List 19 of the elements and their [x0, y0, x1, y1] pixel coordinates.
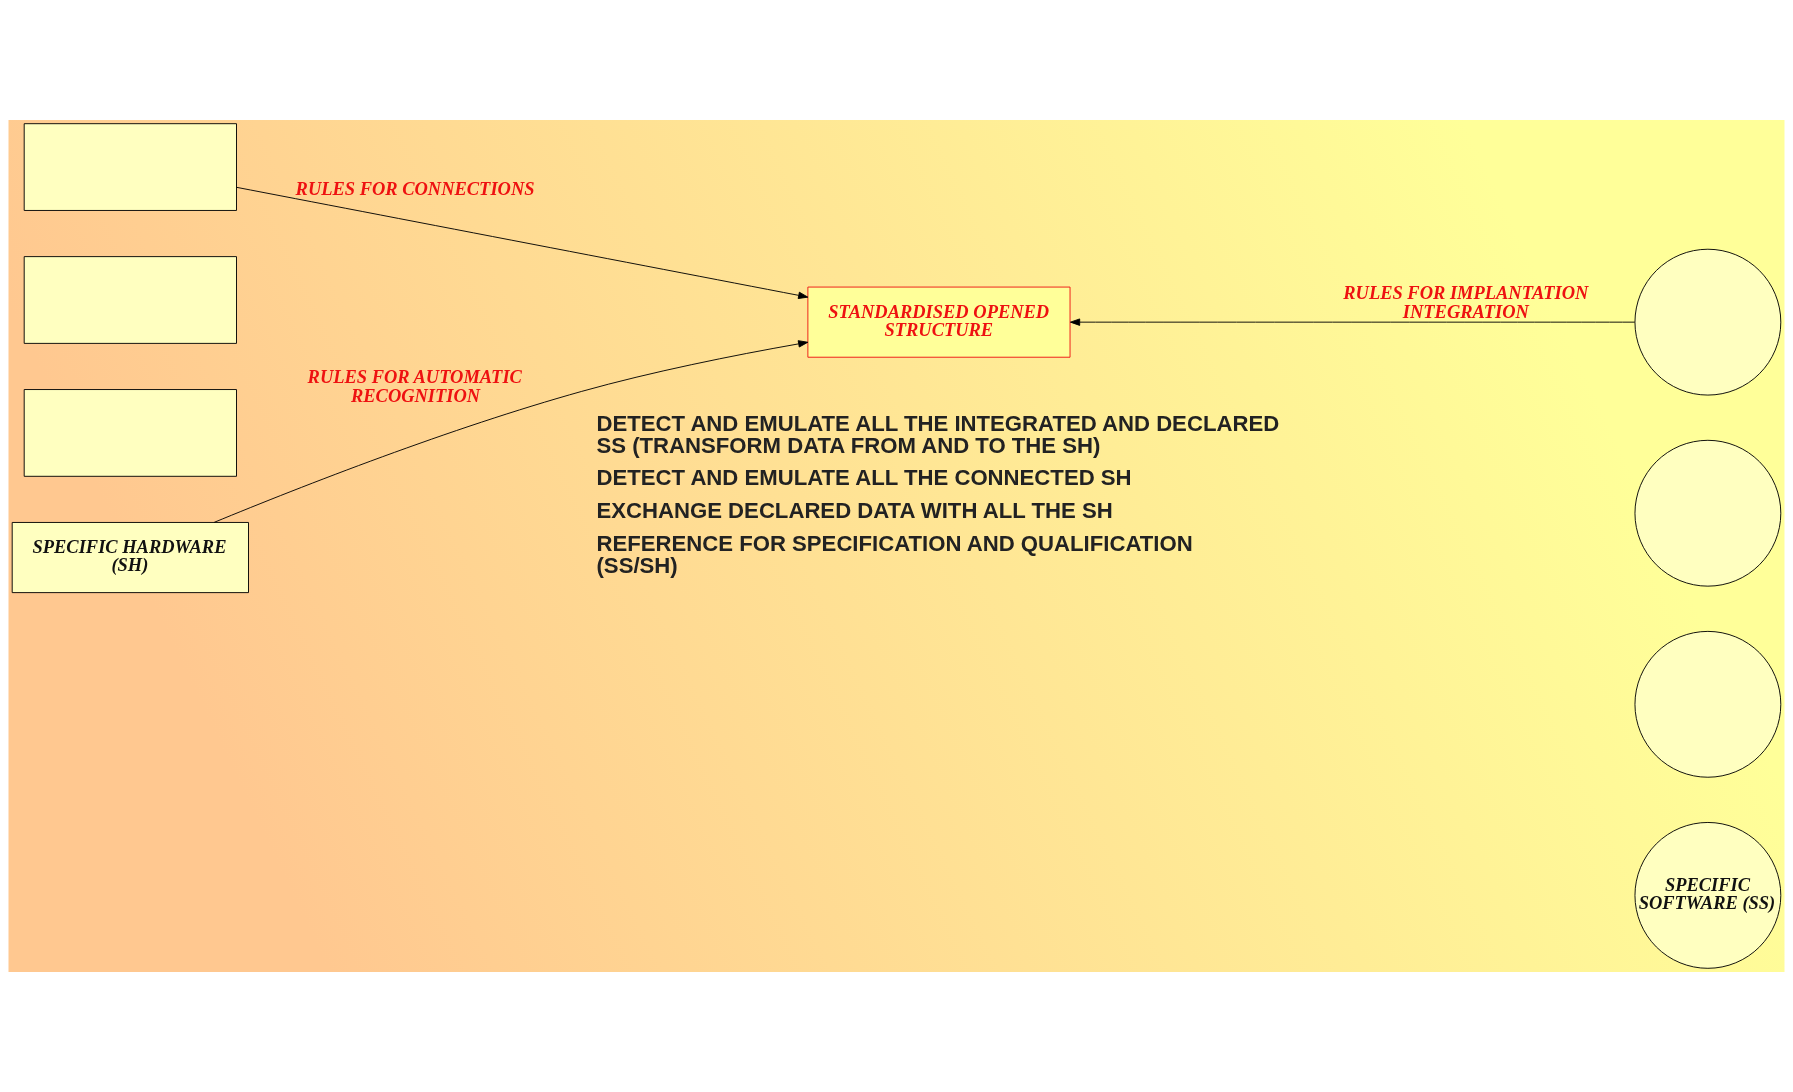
node-box: STANDARDISED OPENED STRUCTURE	[807, 286, 1071, 358]
edge-label: RULES FOR IMPLANTATION INTEGRATION	[1343, 283, 1589, 322]
node-circle	[1634, 630, 1782, 778]
edge-label: RULES FOR CONNECTIONS	[295, 178, 535, 199]
arrow	[1070, 318, 1636, 326]
node-box: SPECIFIC HARDWARE (SH)	[11, 522, 249, 594]
node-box	[23, 389, 237, 477]
node-circle: SPECIFIC SOFTWARE (SS)	[1634, 822, 1782, 969]
node-box	[23, 256, 237, 344]
node-circle	[1634, 248, 1782, 396]
label: DETECT AND EMULATE ALL THE INTEGRATED AND DECLARED SS (TRANSFORM DATA FROM AND TO THE SH)	[596, 411, 1280, 459]
label: EXCHANGE DECLARED DATA WITH ALL THE SH	[596, 498, 1113, 524]
arrow	[236, 186, 809, 299]
node-circle	[1634, 439, 1782, 587]
label: DETECT AND EMULATE ALL THE CONNECTED SH	[596, 464, 1132, 490]
node-box	[23, 123, 237, 211]
arrow	[213, 340, 809, 523]
label: REFERENCE FOR SPECIFICATION AND QUALIFICATION (SS/SH)	[596, 531, 1193, 579]
edge-label: RULES FOR AUTOMATIC RECOGNITION	[307, 367, 522, 406]
